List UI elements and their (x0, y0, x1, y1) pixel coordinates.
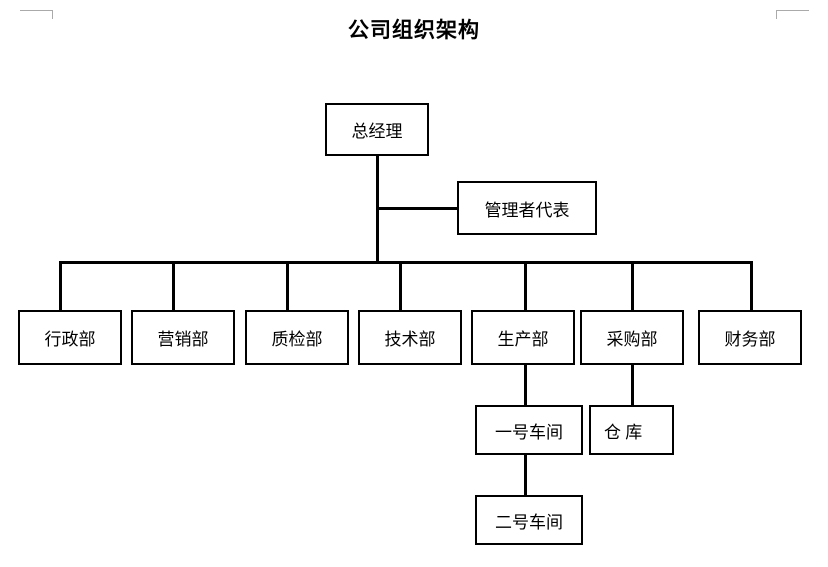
node-workshop-one[interactable]: 一号车间 (475, 405, 583, 455)
connector-workshop1-to-workshop2 (524, 453, 527, 497)
node-production-department[interactable]: 生产部 (471, 310, 575, 365)
node-finance-department[interactable]: 财务部 (698, 310, 802, 365)
connector-purchase-to-warehouse (631, 365, 634, 407)
node-quality-control-department[interactable]: 质检部 (245, 310, 349, 365)
connector-drop-tech (399, 261, 402, 312)
node-workshop-two[interactable]: 二号车间 (475, 495, 583, 545)
connector-drop-purchase (631, 261, 634, 312)
page-title: 公司组织架构 (348, 18, 480, 42)
node-label: 营销部 (157, 330, 209, 349)
node-label: 管理者代表 (484, 200, 570, 220)
connector-prod-to-workshop1 (524, 365, 527, 407)
node-warehouse[interactable]: 仓 库 (589, 405, 674, 455)
node-general-manager[interactable]: 总经理 (325, 103, 429, 156)
node-technology-department[interactable]: 技术部 (358, 310, 462, 365)
node-label: 二号车间 (495, 512, 563, 532)
connector-drop-finance (750, 261, 753, 312)
node-label: 财务部 (724, 330, 776, 349)
node-label: 总经理 (351, 122, 403, 141)
connector-department-bus (59, 261, 753, 264)
connector-gm-to-mgmt-rep (376, 207, 459, 210)
margin-guide-top-left (20, 10, 53, 19)
node-marketing-department[interactable]: 营销部 (131, 310, 235, 365)
node-label: 一号车间 (495, 422, 563, 442)
node-label: 技术部 (384, 330, 436, 349)
node-purchasing-department[interactable]: 采购部 (580, 310, 684, 365)
node-administration-department[interactable]: 行政部 (18, 310, 122, 365)
connector-drop-prod (524, 261, 527, 312)
node-management-representative[interactable]: 管理者代表 (457, 181, 597, 235)
connector-drop-admin (59, 261, 62, 312)
node-label: 仓 库 (604, 422, 643, 442)
connector-drop-qc (286, 261, 289, 312)
connector-drop-marketing (172, 261, 175, 312)
node-label: 行政部 (44, 330, 96, 349)
node-label: 采购部 (606, 330, 658, 349)
node-label: 质检部 (271, 330, 323, 349)
margin-guide-top-right (776, 10, 809, 19)
node-label: 生产部 (497, 330, 549, 349)
